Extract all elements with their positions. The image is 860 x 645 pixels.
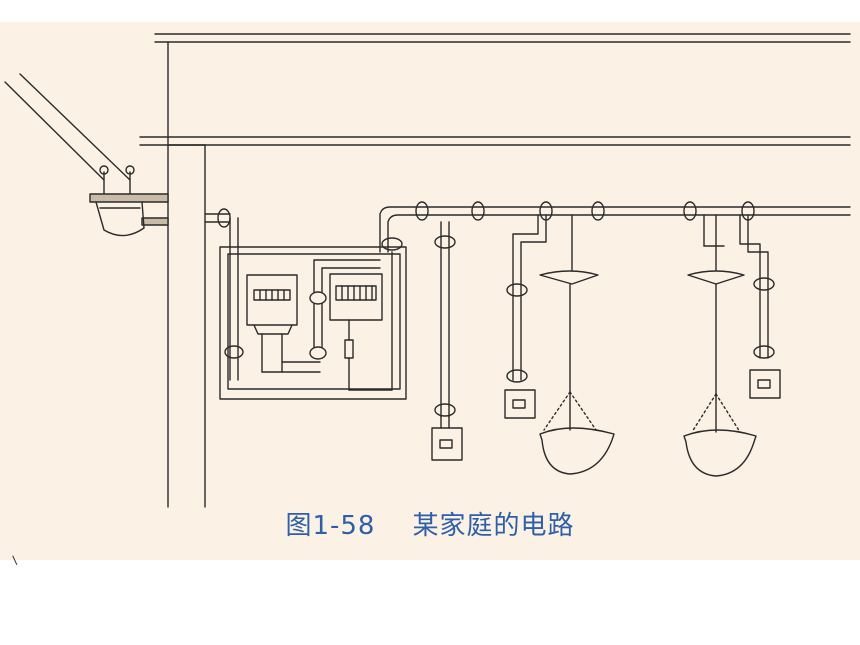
main-switch-panel — [309, 251, 393, 391]
figure-panel — [0, 22, 860, 566]
figure-number: 图1-58 — [285, 511, 376, 541]
distribution-board — [219, 217, 407, 400]
entry-bracket — [89, 193, 169, 237]
household-circuit-diagram — [4, 33, 851, 508]
electric-meter — [246, 274, 321, 373]
incoming-power-lines — [4, 73, 135, 195]
figure-caption: 图1-58 某家庭的电路 — [0, 505, 860, 542]
building-structure — [139, 33, 851, 508]
light-switch-1 — [504, 214, 547, 419]
pendant-lamp-1 — [539, 214, 615, 475]
figure-title: 某家庭的电路 — [412, 511, 575, 541]
pendant-lamp-2 — [683, 214, 757, 477]
light-switch-2 — [739, 214, 781, 399]
socket-1 — [431, 221, 463, 461]
main-conduit — [204, 201, 851, 253]
